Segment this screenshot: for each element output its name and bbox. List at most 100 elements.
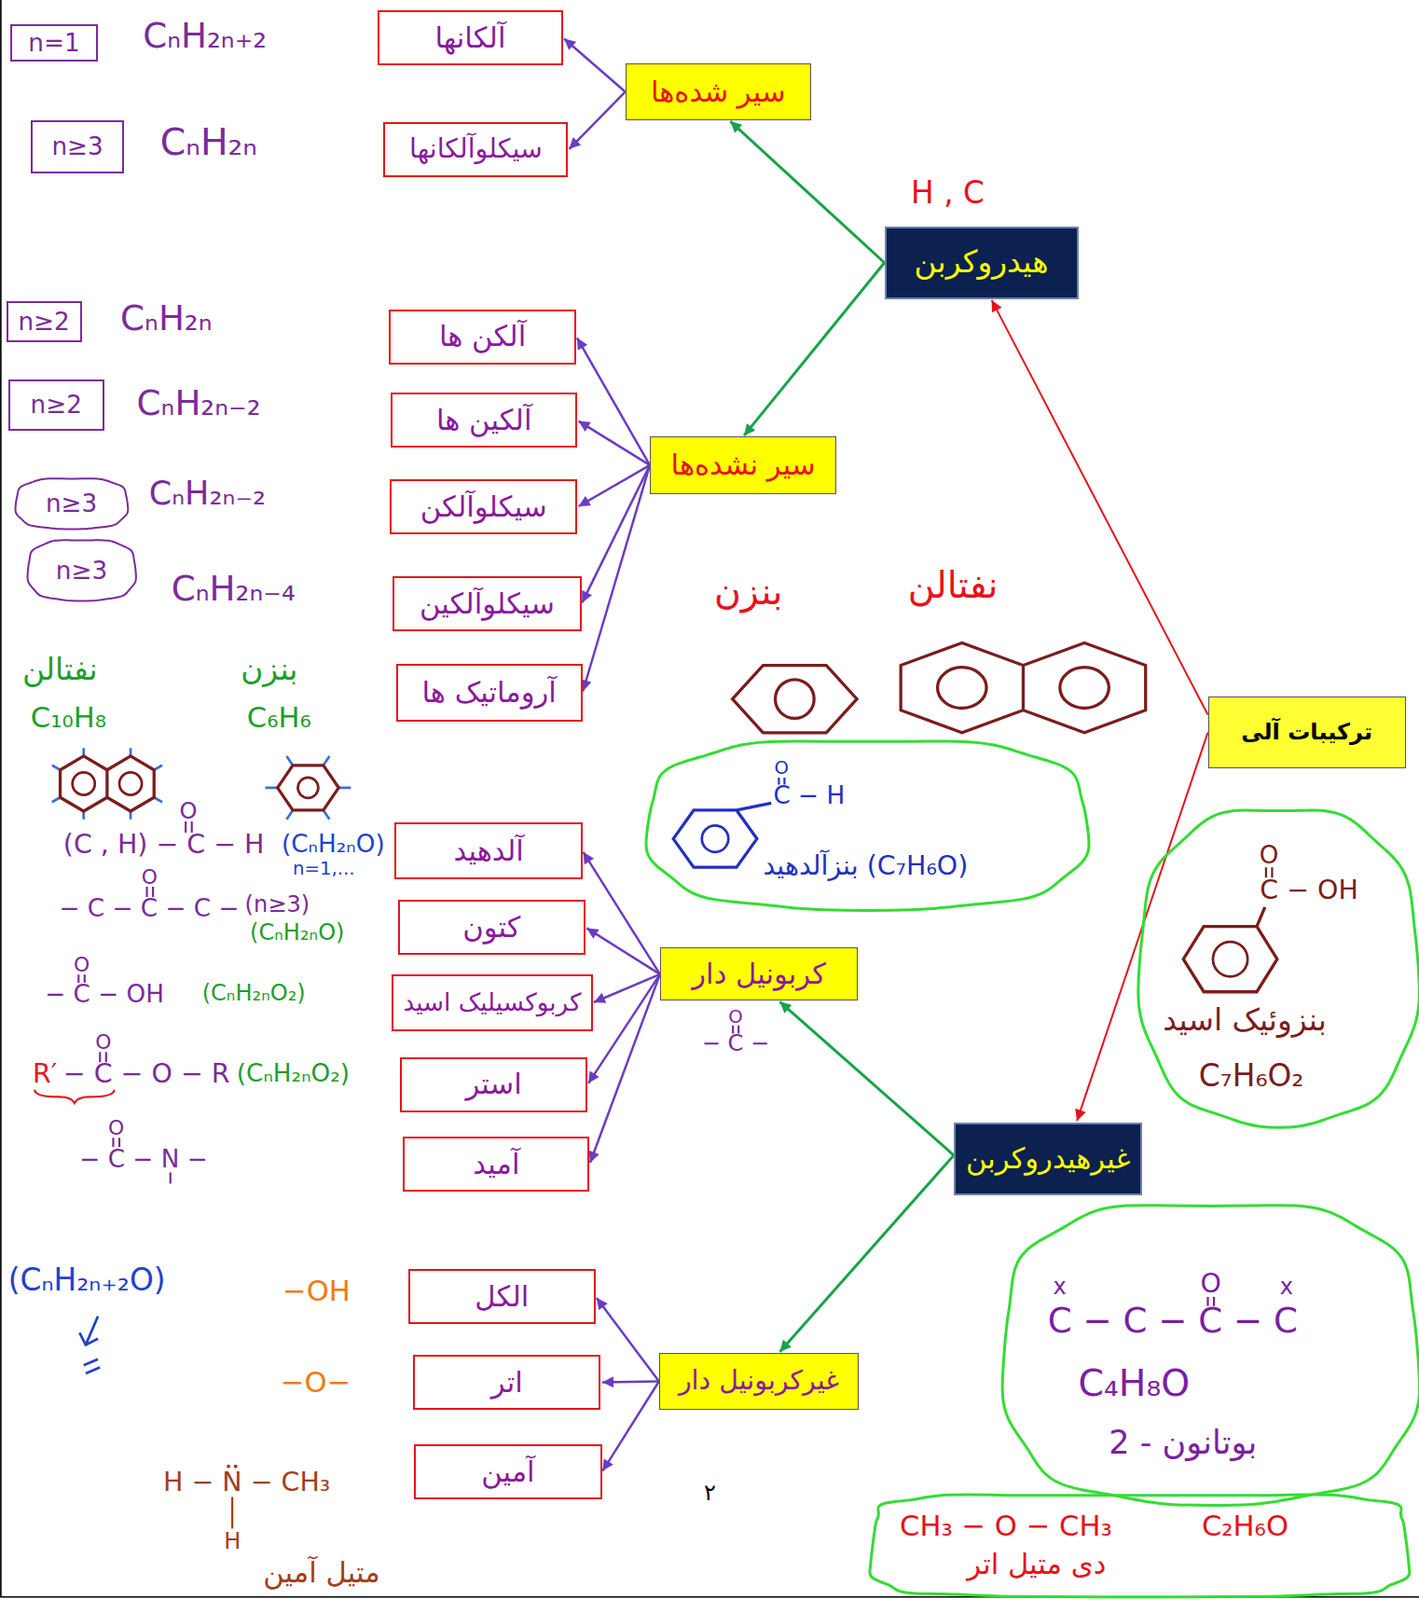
node-text: آلدهید [453, 834, 524, 868]
connector-arrow [779, 1155, 954, 1352]
cloud-outline-path [869, 1494, 1410, 1598]
condition-box: n≥2 [6, 301, 83, 343]
formula-label: CₙH₂ₙ₋₄ [171, 571, 296, 607]
node-text: کتون [462, 910, 521, 944]
connector-arrow [564, 38, 626, 92]
cloud-outline-path [14, 479, 128, 530]
class-box: سیکلوآلکن [389, 479, 578, 535]
node-text: دی متیل اتر [966, 1550, 1106, 1580]
node-text: n≥3 [55, 556, 108, 585]
group-box: سیر نشده‌ها [649, 436, 837, 494]
aromatic-circle [937, 667, 988, 709]
benzene-ring [277, 765, 340, 811]
condition-box: n=1 [10, 24, 98, 61]
node-text: سیر نشده‌ها [671, 448, 816, 482]
formula-label: C₁₀H₈ [30, 703, 107, 733]
formula-label: (CₙH₂ₙO₂) [202, 981, 306, 1005]
group-box: کربونیل دار [660, 947, 858, 1001]
node-text: غیرهیدروکربن [965, 1142, 1131, 1175]
aromatic-circle [702, 825, 729, 852]
category-box: هیدروکربن [884, 226, 1079, 300]
connector-arrow [578, 421, 650, 466]
connector-arrow [730, 121, 884, 263]
formula-label: − C − O − R [63, 1060, 231, 1088]
equals-mark [83, 1359, 101, 1374]
formula-label: (CₙH₂ₙ₊₂O) [8, 1265, 166, 1296]
node-text: n≥2 [30, 390, 83, 419]
formula-label: O [108, 1117, 124, 1139]
formula-label: C₆H₆ [247, 703, 312, 733]
double-bond [112, 1137, 120, 1147]
example-cloud: xOxC − C − C − CC₄H₈O2 - بوتانون [1006, 1206, 1416, 1501]
formula-label: (CₙH₂ₙO) [249, 921, 345, 944]
formula-label: CₙH₂ₙ₊₂ [142, 18, 267, 54]
node-text: آلکن ها [439, 319, 526, 353]
connector-group [564, 38, 1208, 1471]
node-text: O [1200, 1270, 1222, 1297]
lone-pair-dot [234, 1464, 238, 1469]
formula-label: متیل آمین [262, 1558, 380, 1588]
node-text: C₄H₈O [1078, 1364, 1191, 1402]
naphthalene-rings [900, 642, 1146, 732]
formula-label: H [223, 1529, 241, 1553]
aromatic-circle [1212, 941, 1248, 977]
category-box: غیرهیدروکربن [953, 1122, 1143, 1197]
node-text: C − H [772, 783, 845, 808]
condition-box: n≥2 [8, 379, 105, 431]
cloud-outline [650, 743, 1085, 907]
group-box: سیر شده‌ها [625, 63, 812, 121]
benzene-ring [732, 665, 857, 733]
aromatic-circle [775, 679, 815, 719]
class-box: آمین [413, 1444, 602, 1500]
node-text: x [1053, 1275, 1067, 1298]
formula-label: ۲ [703, 1481, 717, 1504]
single-bond [169, 1171, 172, 1184]
node-text: الکل [474, 1280, 529, 1313]
connector-arrow [582, 465, 650, 692]
class-box: آلدهید [394, 822, 582, 880]
formula-label: بنزن [240, 654, 298, 686]
condition-box: n≥3 [30, 120, 125, 174]
formula-label: CₙH₂ₙ₋₂ [149, 477, 266, 510]
class-box: استر [399, 1057, 588, 1113]
group-box: غیرکربونیل دار [659, 1352, 859, 1410]
cloud-outline-path [1002, 1205, 1419, 1506]
connector-arrow [588, 974, 661, 1084]
formula-label: −OH [282, 1277, 351, 1307]
cloud-outline-path [27, 539, 136, 601]
double-bond [1266, 867, 1273, 878]
condition-cloud: n≥3 [18, 481, 125, 526]
formula-label: CₙH₂ₙ [160, 123, 258, 161]
class-box: الکل [408, 1268, 596, 1324]
formula-label: − C − OH [44, 981, 165, 1006]
connector-arrow [586, 927, 661, 975]
page-frame [0, 0, 2, 1598]
node-text: C − OH [1259, 877, 1359, 904]
benzaldehyde-ring [673, 802, 772, 868]
node-text: هیدروکربن [914, 245, 1049, 281]
formula-label: CₙH₂ₙ [120, 301, 212, 336]
cloud-outline-path [1138, 810, 1419, 1128]
formula-label: R′ [32, 1060, 57, 1088]
formula-label: CₙH₂ₙ₋₂ [137, 385, 262, 421]
node-text: بنزوئیک اسید [1162, 1005, 1327, 1036]
naphthalene-rings [60, 756, 155, 812]
class-box: آمید [402, 1136, 590, 1192]
connector-arrow [743, 262, 885, 436]
formula-label: − C − C − C − [58, 895, 239, 921]
underbrace [34, 1089, 114, 1103]
hydrogen-spokes [264, 756, 351, 820]
class-box: آلکین ها [390, 392, 578, 448]
node-text: کربوکسیلیک اسید [402, 988, 581, 1017]
example-cloud: OC − OHبنزوئیک اسیدC₇H₆O₂ [1142, 811, 1416, 1123]
node-text: آروماتیک ها [422, 675, 557, 709]
node-text: C₇H₆O₂ [1198, 1060, 1305, 1092]
node-text: بنزآلدهید (C₇H₆O) [762, 853, 968, 880]
lone-pair-dot [226, 1464, 231, 1469]
node-text: O [773, 758, 789, 778]
class-box: کربوکسیلیک اسید [391, 974, 593, 1032]
node-text: x [1280, 1275, 1294, 1298]
formula-label: O [728, 1007, 744, 1027]
